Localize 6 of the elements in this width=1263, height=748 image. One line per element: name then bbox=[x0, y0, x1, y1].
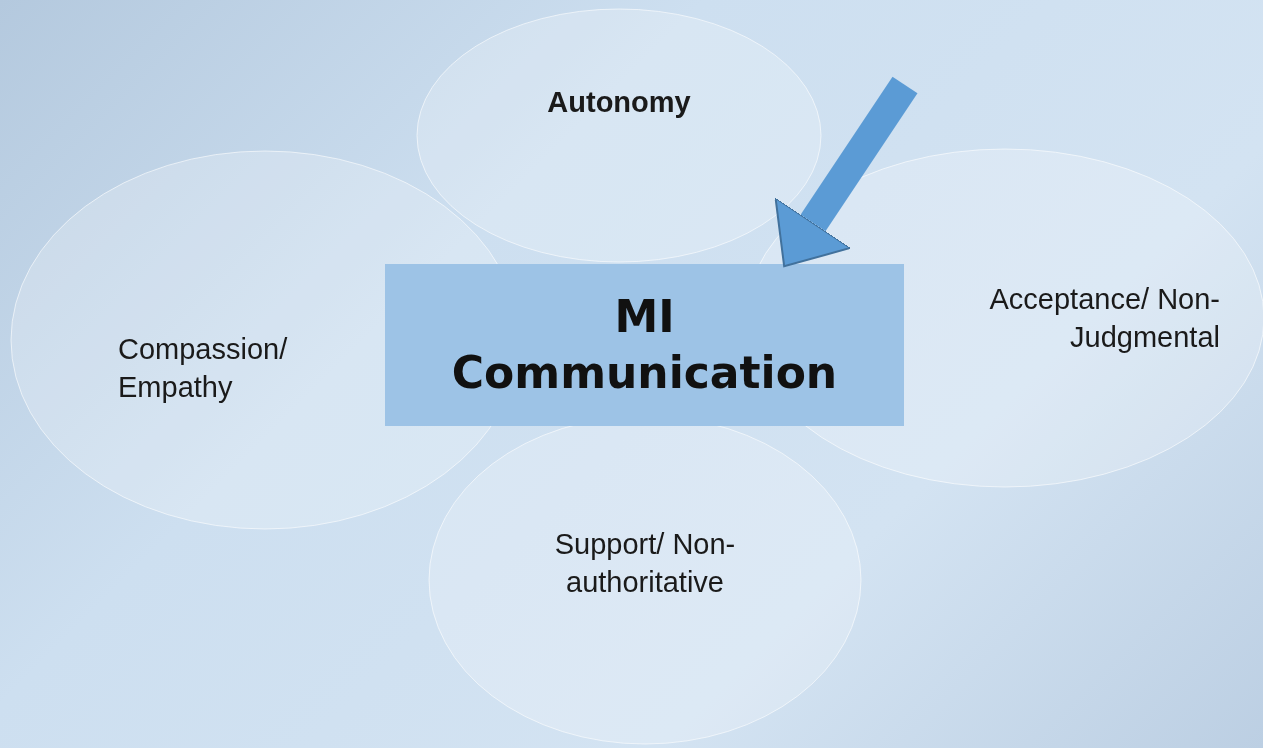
node-label: Compassion/ Empathy bbox=[118, 332, 289, 405]
node-label: Acceptance/ Non-Judgmental bbox=[988, 282, 1220, 355]
center-title: MI Communication bbox=[450, 290, 839, 400]
center-box bbox=[385, 264, 904, 426]
block-arrow bbox=[774, 76, 918, 268]
node-label: Autonomy bbox=[546, 85, 692, 120]
